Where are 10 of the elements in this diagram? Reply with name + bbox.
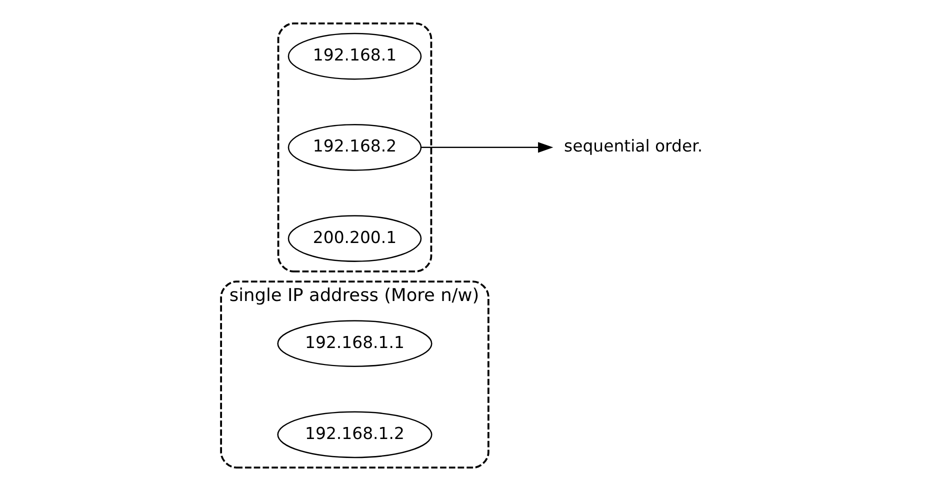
node-label: single IP address (More n/w) xyxy=(229,286,480,306)
cluster xyxy=(220,280,490,469)
node-ellipse: 192.168.1.1 xyxy=(277,320,432,367)
node-ellipse: 200.200.1 xyxy=(288,215,422,262)
node-text: sequential order. xyxy=(564,136,703,156)
arrow xyxy=(421,142,554,153)
node-ellipse: 192.168.2 xyxy=(288,124,422,171)
node-ellipse: 192.168.1.2 xyxy=(277,411,432,458)
cluster xyxy=(277,22,432,272)
node-ellipse: 192.168.1 xyxy=(288,32,422,80)
